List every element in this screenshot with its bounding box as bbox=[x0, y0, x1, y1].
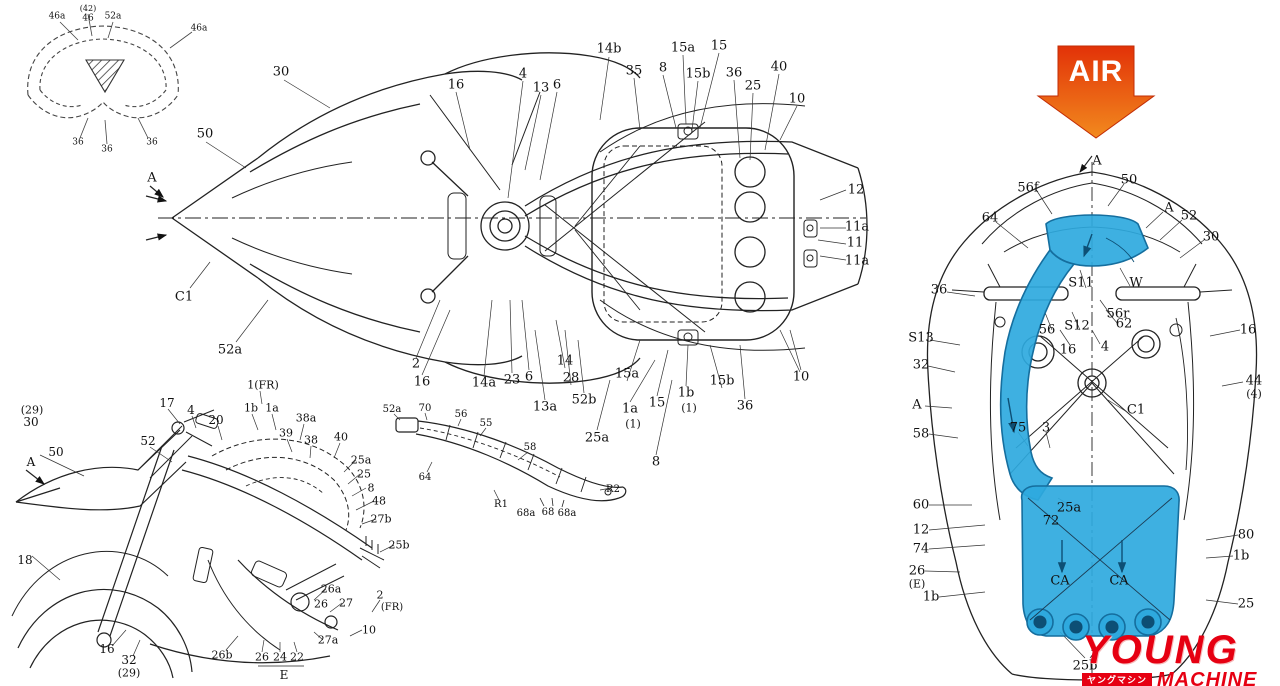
air-flow-arrow bbox=[1036, 45, 1156, 139]
young-machine-logo: YOUNG ヤングマシン MACHINE bbox=[1082, 628, 1266, 686]
figure-front-side-view bbox=[11, 390, 395, 679]
figure-front-view-air-duct-highlight bbox=[999, 214, 1180, 641]
logo-young-text: YOUNG bbox=[1082, 628, 1239, 672]
figure-front-view-air-duct-details bbox=[1007, 233, 1173, 634]
air-arrow-label: AIR bbox=[1068, 55, 1124, 88]
figure-frame-top-view bbox=[145, 52, 868, 456]
logo-sub-row: ヤングマシン MACHINE bbox=[1082, 669, 1266, 686]
logo-machine-text: MACHINE bbox=[1157, 669, 1258, 686]
logo-katakana-text: ヤングマシン bbox=[1082, 673, 1153, 686]
figure-duct-part bbox=[393, 412, 627, 508]
figure-seat-cowl-inset bbox=[27, 13, 193, 145]
